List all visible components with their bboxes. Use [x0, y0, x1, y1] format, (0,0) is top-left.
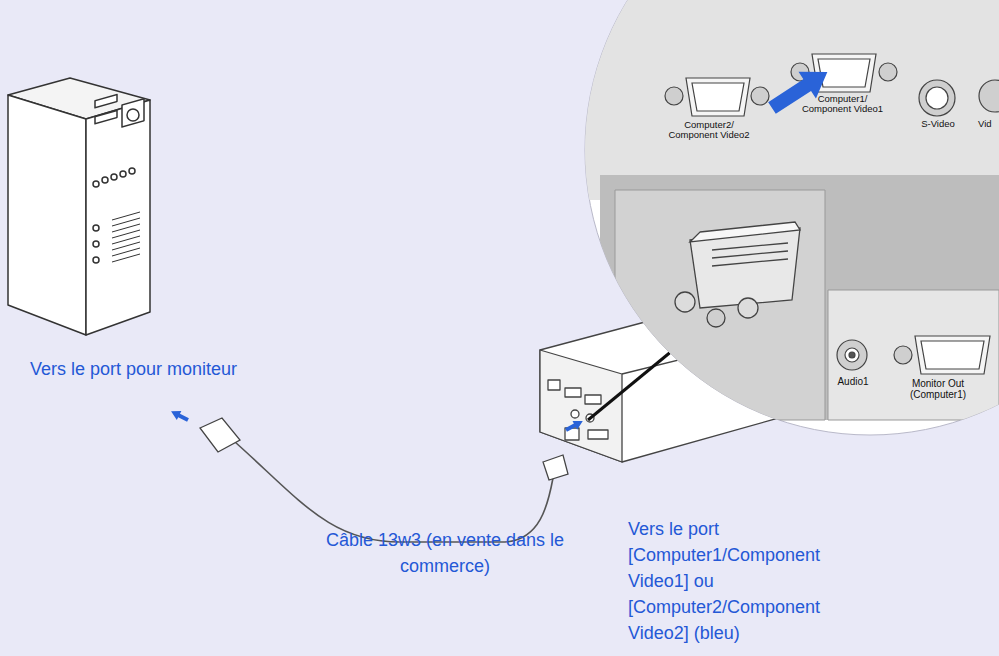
vga-plug — [675, 222, 800, 327]
port-dot — [102, 177, 108, 183]
port-label: Vid — [978, 119, 999, 129]
port-label: Audio1 — [828, 376, 878, 387]
port-label: S-Video — [912, 119, 964, 129]
tower-side — [8, 95, 86, 335]
direction-arrow — [169, 407, 190, 425]
fan-panel — [122, 99, 144, 127]
drive-bay — [95, 110, 117, 123]
callout-text: Vers le port [Computer1/Component Video1… — [628, 516, 856, 646]
port-dot — [93, 257, 99, 263]
vga-port — [894, 336, 990, 374]
port-dot — [111, 174, 117, 180]
port — [571, 410, 579, 418]
video-port — [979, 80, 999, 112]
port — [585, 395, 601, 404]
port — [548, 380, 560, 390]
port-dot — [120, 171, 126, 177]
cable — [235, 442, 553, 542]
port-dot — [93, 181, 99, 187]
tower-front — [86, 100, 150, 335]
port-label: Monitor Out (Computer1) — [896, 378, 980, 400]
port — [565, 388, 581, 397]
plug-opening — [615, 190, 825, 420]
vga-port — [665, 78, 769, 116]
cable-13w3 — [169, 407, 585, 542]
zoom-view — [560, 0, 999, 435]
port-label: Computer2/ Component Video2 — [663, 120, 755, 141]
projector-rear — [540, 350, 622, 462]
direction-arrow — [564, 417, 585, 435]
connector-plug — [200, 418, 240, 452]
callout-text: Vers le port pour moniteur — [30, 356, 360, 382]
lower-panel — [828, 290, 999, 420]
port-dot — [93, 225, 99, 231]
port — [588, 430, 608, 439]
port-label: Computer1/ Component Video1 — [795, 94, 890, 115]
audio-jack — [837, 340, 867, 370]
svideo-port — [919, 80, 955, 116]
computer-tower — [8, 78, 150, 335]
vent — [112, 212, 140, 262]
connector-plug — [543, 455, 568, 480]
callout-text: Câble 13w3 (en vente dans le commerce) — [300, 527, 590, 579]
drive-bay — [95, 94, 117, 107]
port-dot — [129, 168, 135, 174]
port-dot — [93, 241, 99, 247]
recess — [600, 175, 999, 420]
fan — [127, 109, 139, 121]
